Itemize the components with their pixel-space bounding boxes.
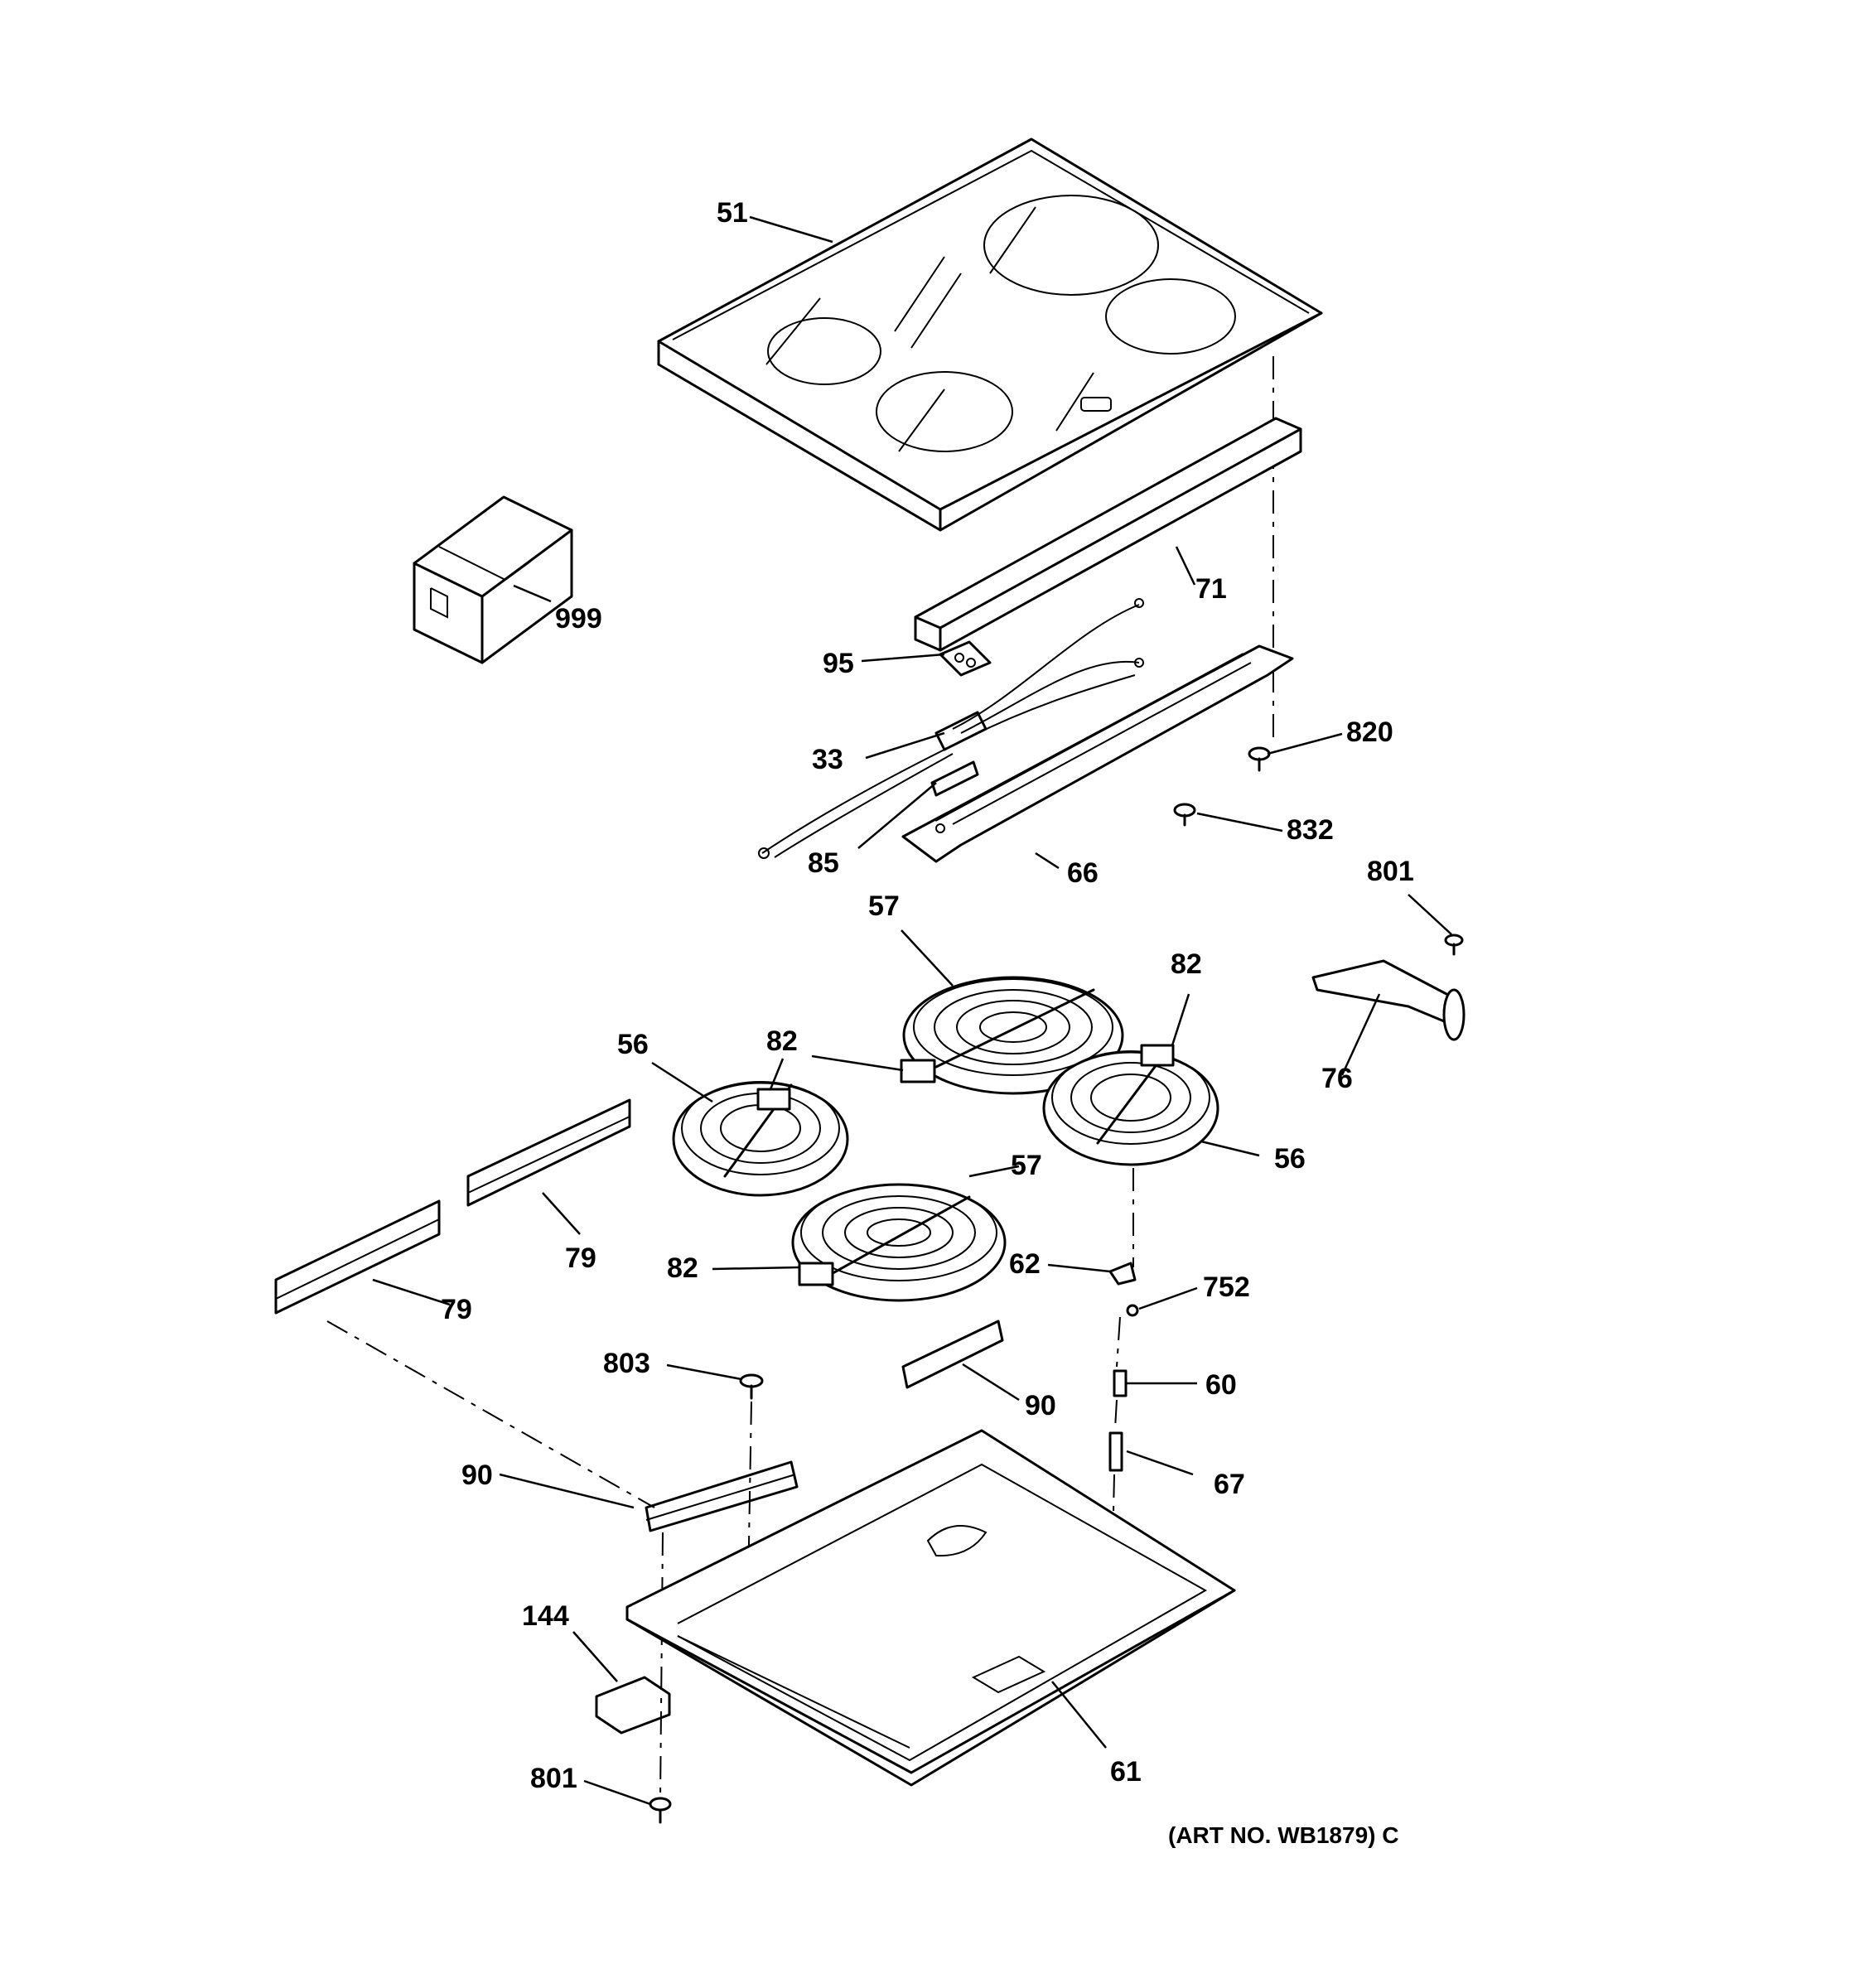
label-832: 832 [1287, 814, 1334, 846]
bracket-90-right[interactable] [901, 1320, 1004, 1389]
cooktop-glass-51[interactable] [657, 138, 1323, 746]
bracket-144[interactable] [595, 1676, 671, 1735]
art-number: (ART NO. WB1879) C [1168, 1822, 1398, 1848]
screw-752[interactable] [1126, 1304, 1139, 1317]
bracket-66[interactable] [901, 644, 1294, 863]
side-trim-79-front[interactable] [274, 1199, 441, 1315]
stud-67[interactable] [1108, 1431, 1123, 1472]
front-trim-71[interactable] [914, 417, 1302, 652]
label-79-front: 79 [441, 1294, 472, 1325]
label-82-right: 82 [1171, 948, 1202, 980]
label-801-bottom: 801 [530, 1763, 577, 1794]
label-61: 61 [1110, 1756, 1142, 1788]
label-56-right: 56 [1274, 1143, 1306, 1175]
spring-60[interactable] [1113, 1369, 1128, 1397]
screw-820[interactable] [1248, 746, 1271, 772]
label-60: 60 [1205, 1369, 1237, 1401]
label-90-right: 90 [1025, 1390, 1056, 1421]
side-trim-79-rear[interactable] [466, 1098, 631, 1207]
label-71: 71 [1195, 573, 1227, 605]
label-90-left: 90 [461, 1460, 493, 1491]
label-801-top: 801 [1367, 856, 1414, 887]
label-144: 144 [522, 1600, 569, 1632]
label-82-mid: 82 [766, 1025, 798, 1057]
label-57-rear: 57 [868, 890, 900, 922]
surface-element-57-front[interactable] [791, 1183, 1007, 1302]
carton-999[interactable] [413, 495, 573, 664]
screw-803[interactable] [739, 1373, 764, 1400]
part-labels: 51 71 999 95 820 33 832 85 66 801 57 82 … [441, 197, 1414, 1794]
duct-76[interactable] [1311, 959, 1466, 1041]
bracket-90-left[interactable] [645, 1460, 799, 1532]
label-57-front: 57 [1011, 1150, 1042, 1181]
leader-lines [372, 215, 1452, 1806]
label-76: 76 [1321, 1063, 1353, 1094]
label-820: 820 [1346, 717, 1393, 748]
label-95: 95 [823, 648, 854, 679]
label-33: 33 [812, 744, 843, 775]
label-67: 67 [1214, 1469, 1245, 1500]
label-999: 999 [555, 603, 602, 635]
label-79-rear: 79 [565, 1242, 596, 1274]
label-82-front: 82 [667, 1252, 698, 1284]
surface-element-56-right[interactable] [1042, 1044, 1219, 1166]
surface-element-57-rear[interactable] [900, 976, 1124, 1095]
cooktop-frame-61[interactable] [625, 1429, 1236, 1787]
label-56-left: 56 [617, 1029, 649, 1060]
label-51: 51 [717, 197, 748, 229]
label-66: 66 [1067, 857, 1099, 889]
wiring-harness-33[interactable] [758, 598, 1144, 859]
label-803: 803 [603, 1348, 650, 1379]
screw-801-bottom[interactable] [649, 1797, 672, 1824]
screw-801-duct[interactable] [1444, 934, 1464, 956]
surface-element-56-left[interactable] [672, 1081, 849, 1197]
screw-832[interactable] [1173, 803, 1196, 827]
clip-62[interactable] [1108, 1262, 1137, 1286]
label-62: 62 [1009, 1248, 1041, 1280]
label-85: 85 [808, 847, 839, 879]
label-752: 752 [1203, 1271, 1250, 1303]
